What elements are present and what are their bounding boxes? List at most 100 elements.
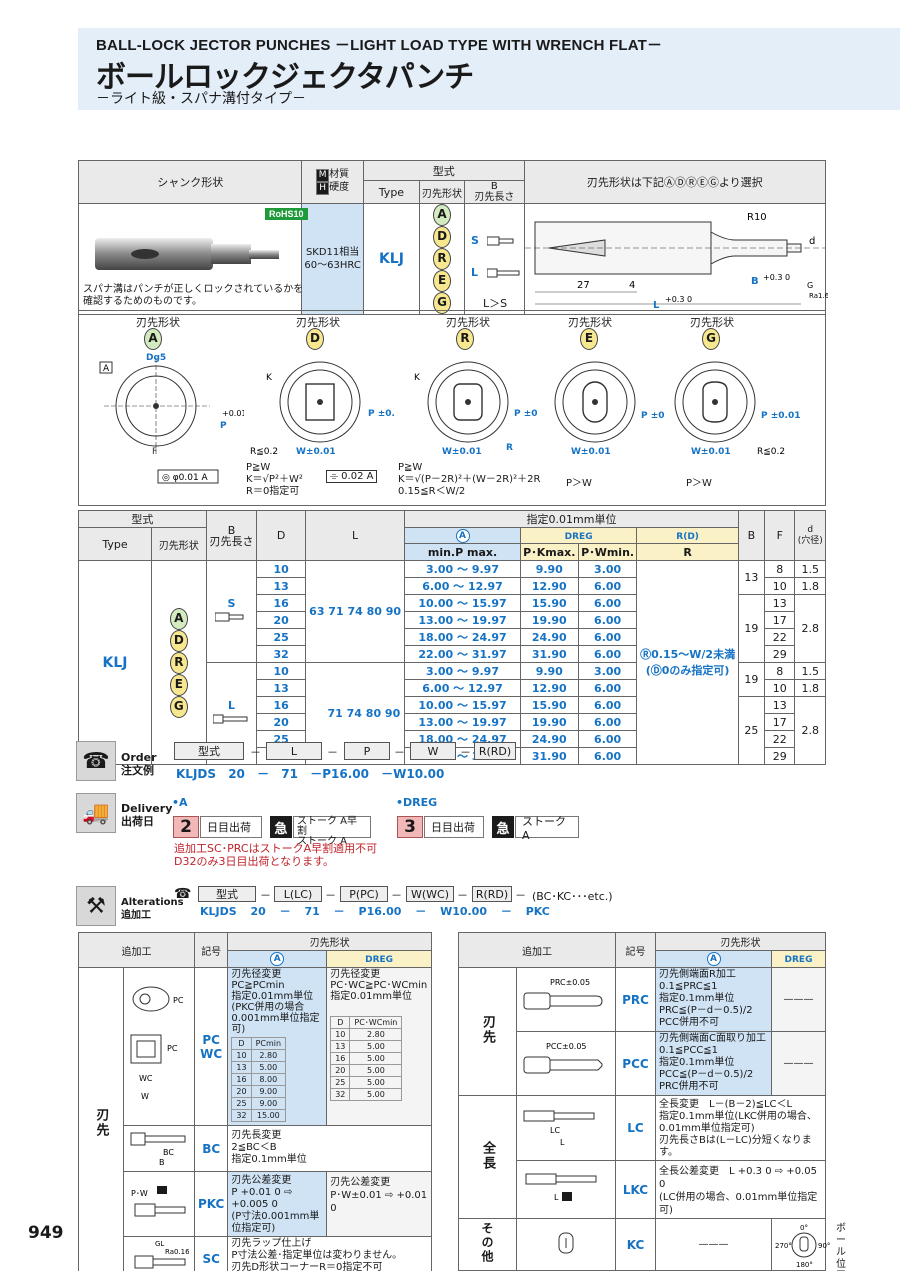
- dim-b-tol: +0.3 0: [763, 273, 790, 282]
- svg-text:R: R: [506, 443, 513, 453]
- order-dash: －: [460, 746, 471, 759]
- svg-text:R≦0.2: R≦0.2: [250, 447, 278, 455]
- mt-dd: 2.8: [794, 696, 826, 765]
- ra-lc-text: 全長変更 L－(B－2)≦LC＜L 指定0.1mm単位(LKC併用の場合、0.0…: [655, 1095, 826, 1161]
- svg-text:P ±0.01: P ±0.01: [641, 411, 665, 421]
- kc-angle-diagram: 0° 90° 180° 270°: [775, 1224, 830, 1269]
- shape-g-diagram: P ±0.01 W±0.01 R≦0.2: [674, 361, 800, 455]
- svg-text:W: W: [141, 1092, 149, 1101]
- mt-row-a: 3.00 ～ 9.97: [404, 560, 521, 578]
- mt-h-f: F: [764, 510, 796, 561]
- shape-a-mark: A: [144, 328, 162, 350]
- svg-text:90°: 90°: [818, 1242, 830, 1250]
- express-icon: 急: [492, 816, 514, 838]
- mt-h-dreg: DREG: [519, 527, 638, 544]
- mt-row-pk: 15.90: [519, 696, 579, 714]
- dim-b: B: [751, 276, 759, 287]
- h-tip-shape: 刃先形状: [419, 180, 466, 204]
- mt-type: KLJ: [78, 560, 152, 765]
- pcc-diagram: PCC±0.05: [523, 1042, 603, 1074]
- svg-text:F: F: [152, 447, 157, 457]
- spec-shapes: A D R E G: [419, 203, 466, 315]
- ra-lkc-text: 全長公差変更 L +0.3 0 ⇨ +0.05 0 (LC併用の場合、0.01m…: [655, 1160, 826, 1219]
- order-dash: －: [250, 746, 261, 759]
- dim-g: G: [807, 281, 813, 290]
- mt-row-pk: 12.90: [519, 679, 579, 697]
- mt-row-d: 32: [256, 645, 306, 663]
- bc-diagram: BCB: [130, 1132, 186, 1167]
- svg-text:L: L: [554, 1193, 559, 1202]
- mt-dd: 1.8: [794, 577, 826, 595]
- shape-g-label: 刃先形状: [690, 316, 734, 329]
- tip-l-icon: [487, 268, 520, 278]
- mt-row-a: 10.00 ～ 15.97: [404, 696, 521, 714]
- mt-dd: 2.8: [794, 594, 826, 663]
- mt-row-pk: 24.90: [519, 628, 579, 646]
- svg-text:180°: 180°: [796, 1261, 813, 1269]
- page-number: 949: [28, 1223, 64, 1243]
- l-gt-s: L＞S: [483, 297, 508, 310]
- ra-kc-code: KC: [615, 1218, 656, 1271]
- dim-l: L: [653, 300, 660, 310]
- ra-kc-diagram: [516, 1218, 616, 1271]
- ra-kc-dreg: 0° 90° 180° 270° ボール 位置変更 指定1°単位: [771, 1218, 846, 1271]
- truck-icon: 🚚: [76, 793, 116, 833]
- mt-f: 29: [764, 747, 796, 765]
- mt-row-d: 13: [256, 679, 306, 697]
- la-pkc-diagram: P･W: [123, 1171, 195, 1237]
- delivery-a-days: 2: [173, 816, 199, 838]
- mt-row-d: 16: [256, 696, 306, 714]
- svg-text:P･W: P･W: [131, 1189, 148, 1198]
- order-dash: －: [327, 746, 338, 759]
- lkc-diagram: L: [525, 1173, 597, 1202]
- la-bc-code: BC: [193, 1125, 229, 1172]
- spec-type: KLJ: [362, 203, 421, 315]
- mt-f: 10: [764, 679, 796, 697]
- svg-text:+0.01 0: +0.01 0: [222, 409, 244, 418]
- alt-box-w: W(WC): [406, 886, 454, 902]
- svg-text:PC: PC: [173, 996, 184, 1005]
- subtitle-jp: －ライト級・スパナ溝付タイプ－: [96, 91, 306, 107]
- alt-tail: (BC･KC･･･etc.): [532, 890, 613, 903]
- title-jp: ボールロックジェクタパンチ: [96, 60, 474, 95]
- pcwc-diagram: PC PC WC W: [130, 986, 184, 1101]
- la-sc-text: 刃先ラップ仕上げ P寸法公差･指定単位は変わりません。 刃先D形状コーナーR＝0…: [227, 1236, 432, 1271]
- la-h-tip: 刃先形状: [227, 932, 432, 951]
- ra-prc-text: 刃先側端面R加工 0.1≦PRC≦1 指定0.1mm単位 PRC≦(P－d－0.…: [655, 967, 772, 1032]
- mt-f: 17: [764, 611, 796, 629]
- mt-row-pk: 19.90: [519, 611, 579, 629]
- shape-a-label: 刃先形状: [136, 316, 180, 329]
- la-pkc-a: 刃先公差変更 P +0.01 0 ⇨ +0.005 0 (P寸法0.001mm単…: [227, 1171, 328, 1237]
- ra-h-dreg: DREG: [771, 950, 826, 968]
- svg-text:PC: PC: [167, 1044, 178, 1053]
- mt-row-pk: 9.90: [519, 560, 579, 578]
- la-sc-code: SC: [193, 1236, 229, 1271]
- mt-row-pk: 9.90: [519, 662, 579, 680]
- alt-box-p: P(PC): [340, 886, 388, 902]
- svg-text:W±0.01: W±0.01: [296, 447, 336, 455]
- svg-text:BC: BC: [163, 1148, 174, 1157]
- order-box-r: R(RD): [474, 742, 516, 760]
- mt-row-pk: 24.90: [519, 730, 579, 748]
- la-h-dreg: DREG: [326, 950, 432, 968]
- shape-e-diagram: P ±0.01 W±0.01: [554, 361, 665, 455]
- mt-row-d: 13: [256, 577, 306, 595]
- svg-text:PCC±0.05: PCC±0.05: [546, 1042, 587, 1051]
- la-pcwc-a: 刃先径変更 PC≧PCmin 指定0.01mm単位 (PKC併用の場合0.001…: [227, 967, 328, 1126]
- punch-drawing: R10 d 27 4 L +0.3 0 B +0.3 0 G Ra1.6: [523, 203, 828, 315]
- shapes-panel: [78, 310, 826, 506]
- mt-row-d: 20: [256, 713, 306, 731]
- shape-r-notes: P≧W K＝√(P－2R)²＋(W－2R)²＋2R 0.15≦R＜W/2: [398, 462, 541, 497]
- ra-lc-code: LC: [615, 1095, 656, 1161]
- mt-f: 22: [764, 730, 796, 748]
- shape-d-tol: ⌯ 0.02 A: [326, 470, 378, 483]
